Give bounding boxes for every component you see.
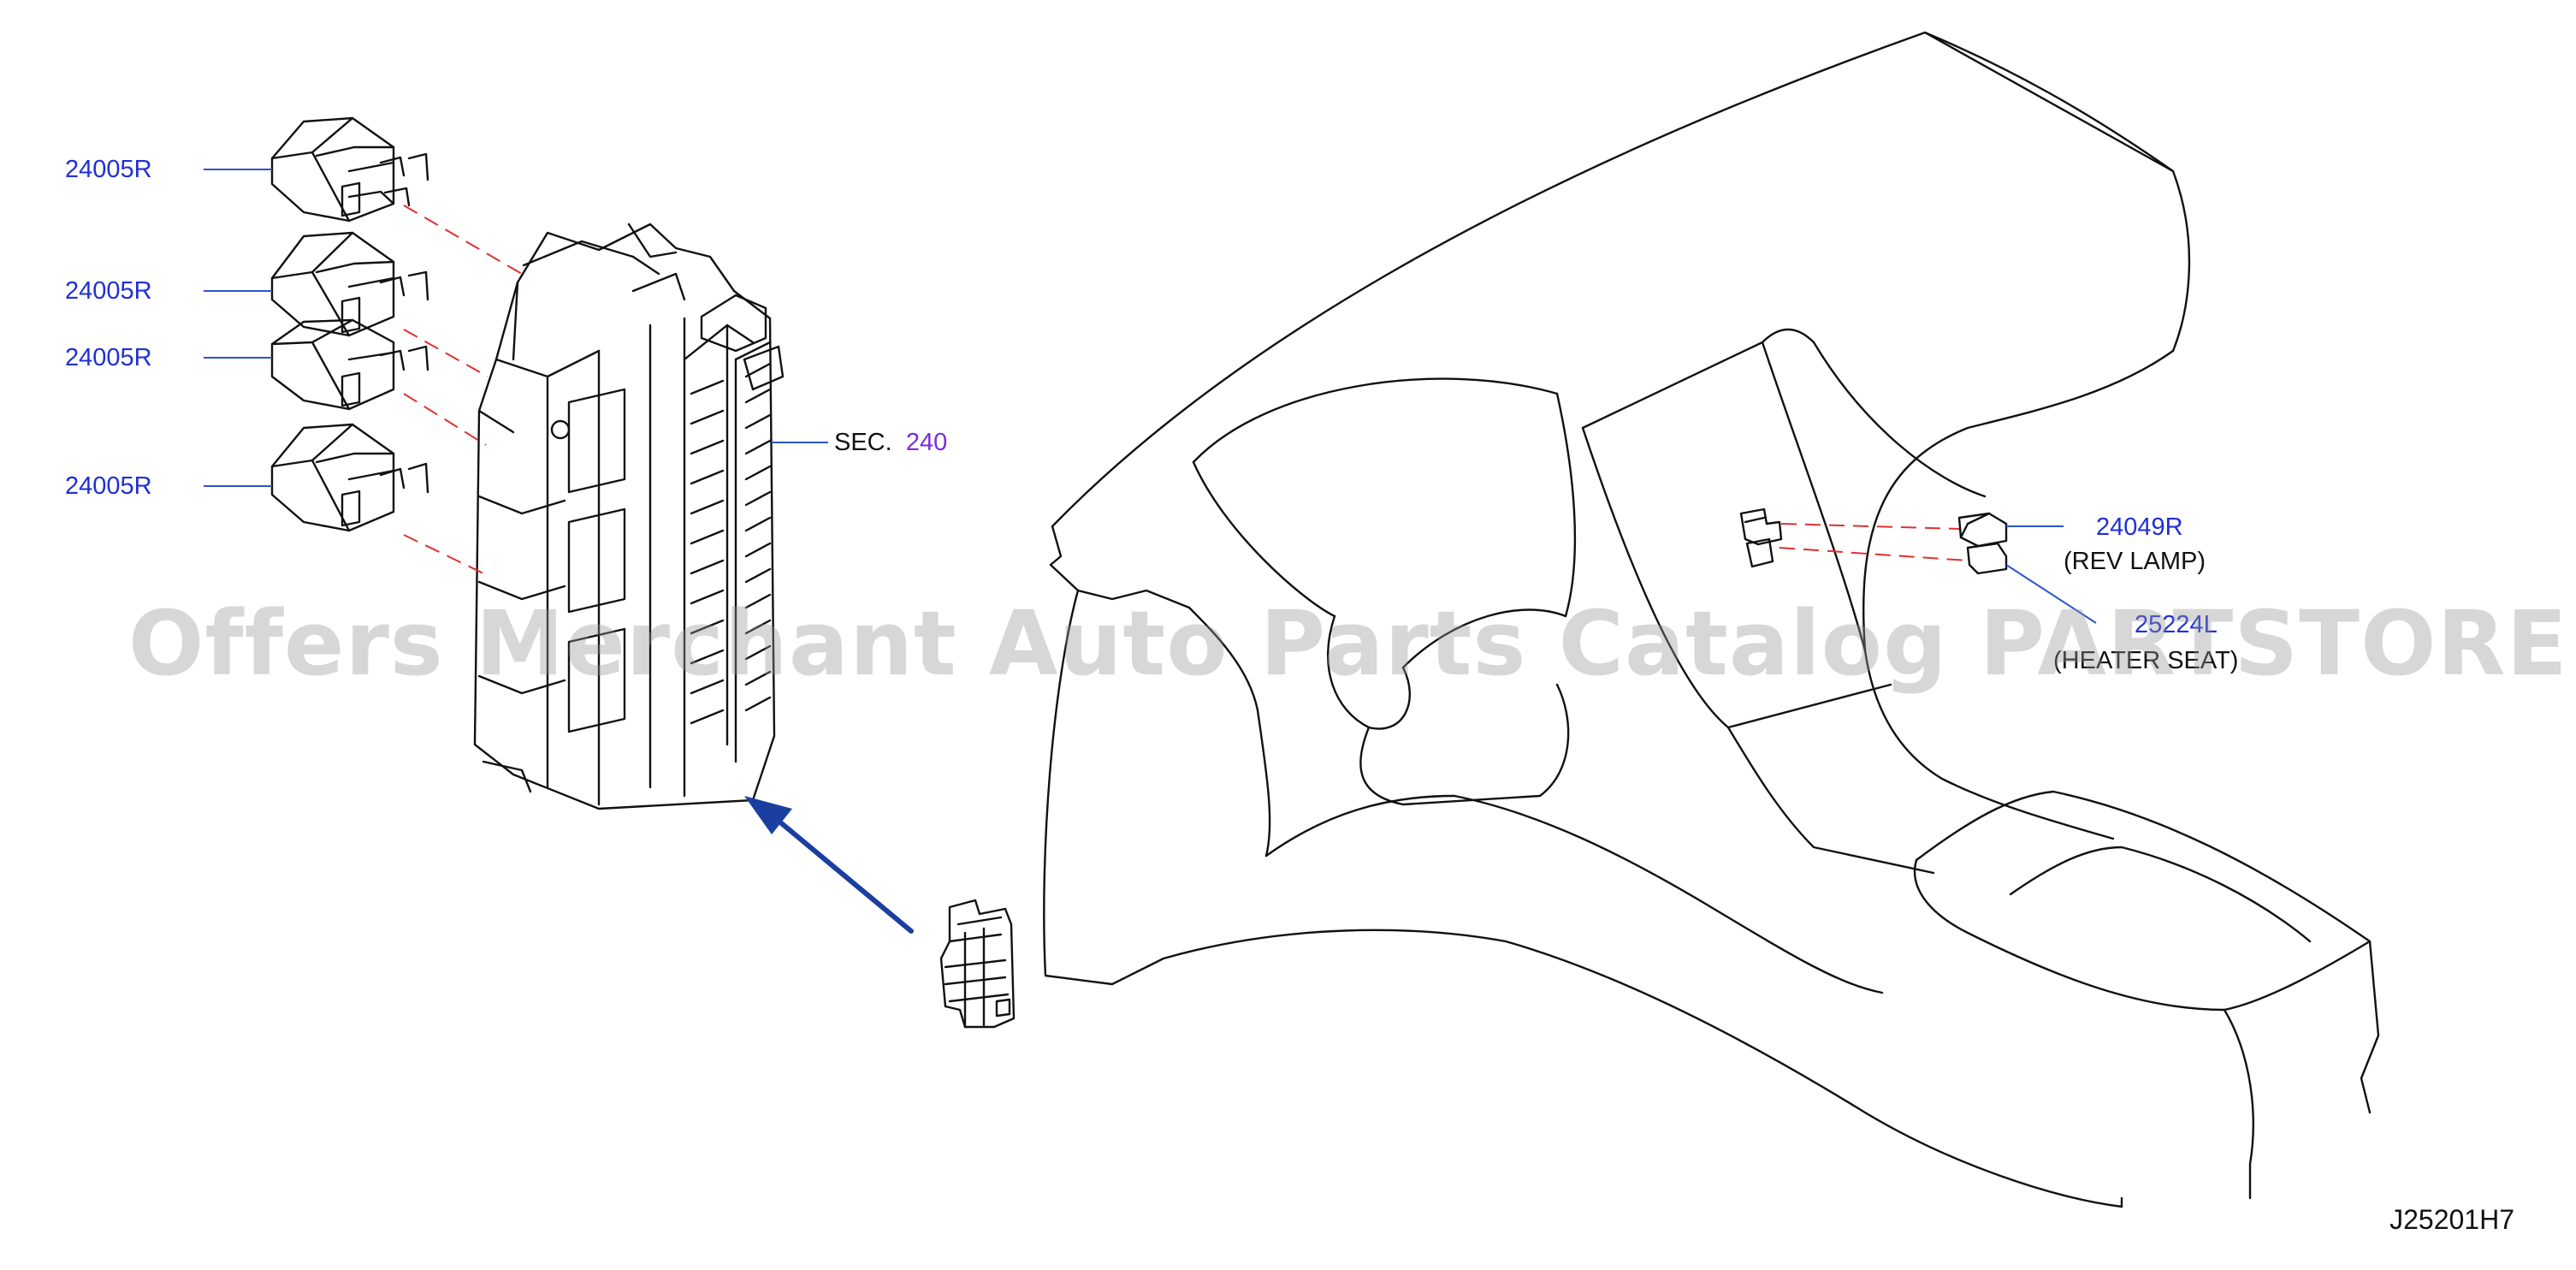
callout-heater-part[interactable]: 25224L <box>2135 611 2218 638</box>
callout-relay-3[interactable]: 24005R <box>65 344 152 371</box>
callout-rev-lamp-part[interactable]: 24049R <box>2096 513 2183 541</box>
callout-rev-lamp-desc: (REV LAMP) <box>2064 548 2206 575</box>
relay-1[interactable] <box>270 116 429 223</box>
callout-relay-4[interactable]: 24005R <box>65 472 152 500</box>
relay-3[interactable] <box>270 318 429 411</box>
arrow-icon <box>744 796 914 934</box>
diagram-code: J25201H7 <box>2389 1204 2514 1235</box>
dashboard-outline <box>1043 31 2380 1208</box>
connector[interactable] <box>939 899 1016 1029</box>
relay-4[interactable] <box>270 423 429 532</box>
section-reference[interactable]: SEC. 240 <box>834 430 947 455</box>
rev-lamp-switch-left[interactable] <box>1739 507 1783 568</box>
rev-lamp-switch-right[interactable] <box>1957 512 2008 575</box>
callout-heater-desc: (HEATER SEAT) <box>2053 647 2239 674</box>
callout-relay-2[interactable]: 24005R <box>65 277 152 305</box>
section-prefix: SEC. <box>834 429 892 456</box>
leader-lines <box>204 169 2097 624</box>
section-number[interactable]: 240 <box>905 429 948 456</box>
dashed-guides <box>403 205 1969 574</box>
fuse-block[interactable] <box>473 223 785 810</box>
callout-relay-1[interactable]: 24005R <box>65 156 152 183</box>
